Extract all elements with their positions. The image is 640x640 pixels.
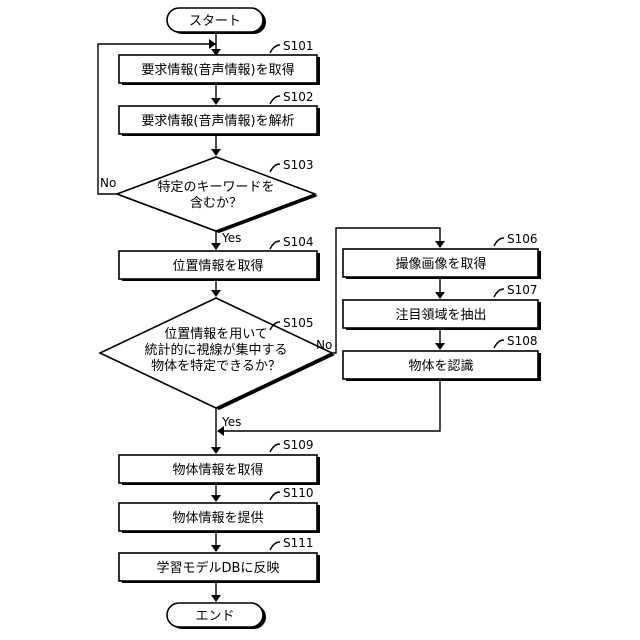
step-id: S102 — [283, 90, 314, 104]
step-id: S109 — [283, 438, 314, 452]
decision-s105: 位置情報を用いて 統計的に視線が集中する 物体を特定できるか？ S105 — [100, 298, 335, 410]
step-id: S107 — [507, 283, 538, 297]
start-label: スタート — [189, 14, 241, 29]
step-label: 物体情報を提供 — [172, 510, 263, 526]
step-s111: 学習モデルDBに反映 S111 — [119, 536, 320, 583]
decision-line-1: 特定のキーワードを — [157, 180, 274, 195]
decision-s103: 特定のキーワードを 含むか？ S103 — [117, 157, 318, 233]
end-terminal: エンド — [167, 603, 266, 629]
step-id: S103 — [283, 158, 314, 172]
step-id: S101 — [283, 39, 314, 53]
step-s109: 物体情報を取得 S109 — [119, 438, 320, 485]
step-s102: 要求情報(音声情報)を解析 S102 — [119, 90, 320, 136]
step-label: 要求情報(音声情報)を解析 — [141, 113, 294, 129]
step-id: S111 — [283, 536, 314, 550]
step-id: S104 — [283, 235, 314, 249]
decision-line-2: 含むか？ — [190, 195, 242, 211]
step-s104: 位置情報を取得 S104 — [119, 235, 320, 281]
step-s108: 物体を認識 S108 — [343, 334, 541, 381]
decision-line-1: 位置情報を用いて — [164, 327, 268, 342]
step-id: S108 — [507, 334, 538, 348]
step-s106: 撮像画像を取得 S106 — [343, 232, 541, 279]
step-id: S106 — [507, 232, 538, 246]
decision-line-2: 統計的に視線が集中する — [144, 342, 287, 358]
step-label: 物体を認識 — [408, 358, 473, 374]
step-id: S110 — [283, 486, 314, 500]
start-terminal: スタート — [167, 8, 266, 34]
step-id: S105 — [283, 316, 314, 330]
step-label: 位置情報を取得 — [172, 258, 263, 274]
decision-line-3: 物体を特定できるか？ — [151, 359, 281, 374]
s103-no-label: No — [100, 176, 116, 190]
step-label: 要求情報(音声情報)を取得 — [141, 62, 294, 78]
step-label: 注目領域を抽出 — [395, 307, 486, 323]
s103-yes-label: Yes — [221, 231, 241, 245]
step-s107: 注目領域を抽出 S107 — [343, 283, 541, 330]
step-label: 撮像画像を取得 — [395, 256, 486, 272]
step-label: 学習モデルDBに反映 — [157, 560, 280, 576]
end-label: エンド — [195, 609, 234, 624]
step-s110: 物体情報を提供 S110 — [119, 486, 320, 533]
s105-yes-label: Yes — [221, 415, 241, 429]
step-s101: 要求情報(音声情報)を取得 S101 — [119, 39, 320, 85]
step-label: 物体情報を取得 — [172, 462, 263, 478]
s105-no-label: No — [316, 338, 332, 352]
